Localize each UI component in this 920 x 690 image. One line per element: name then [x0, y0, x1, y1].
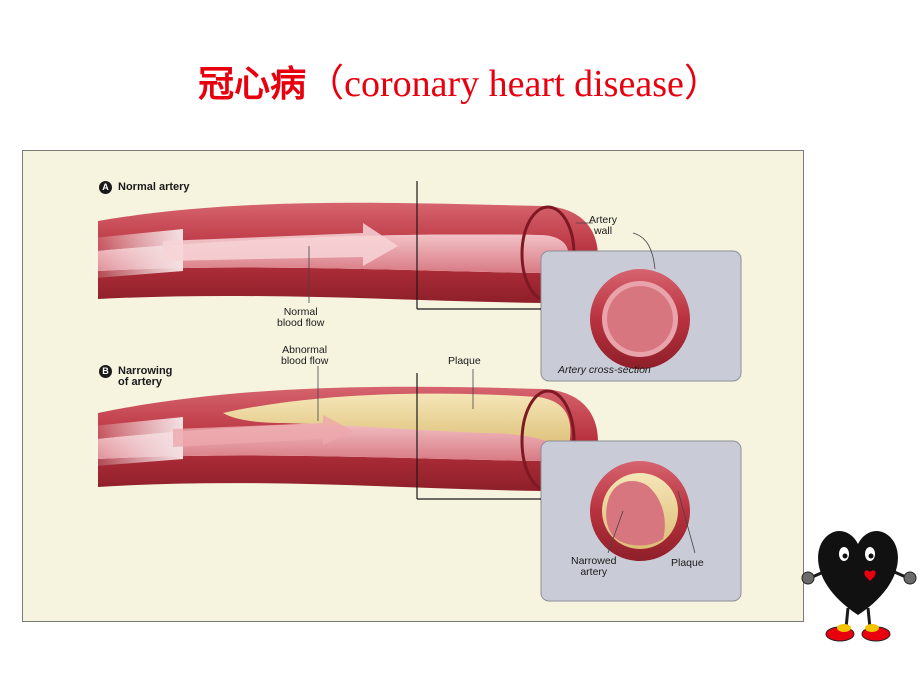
- plaque-label-bottom: Plaque: [671, 557, 704, 569]
- normal-artery-tube: [83, 202, 598, 303]
- abnormal-flow-arrow: [173, 415, 353, 447]
- panel-a-title: Normal artery: [118, 181, 190, 193]
- slide-title: 冠心病（coronary heart disease）: [0, 52, 920, 107]
- title-chinese: 冠心病: [198, 64, 307, 105]
- narrowed-cross-section: [590, 461, 690, 561]
- artery-illustration: [83, 181, 742, 602]
- plaque-deposit: [223, 393, 571, 451]
- narrowed-artery-label: Narrowed artery: [571, 555, 617, 578]
- narrowed-artery-tube: [83, 386, 598, 493]
- artery-wall-label: Artery wall: [589, 214, 618, 237]
- title-english: （coronary heart disease）: [306, 63, 722, 105]
- panel-b-title: Narrowing of artery: [118, 365, 173, 388]
- heart-mascot-icon: [801, 530, 917, 642]
- panel-b-badge: B: [99, 365, 112, 378]
- normal-flow-label: Normal blood flow: [277, 306, 325, 329]
- artery-diagram: A Normal artery Artery wall Normal blood…: [22, 150, 804, 622]
- panel-a-badge: A: [99, 181, 112, 194]
- abnormal-flow-label: Abnormal blood flow: [281, 344, 329, 367]
- normal-flow-arrow: [163, 223, 398, 266]
- plaque-label-top: Plaque: [448, 355, 481, 367]
- cross-section-label: Artery cross-section: [558, 364, 651, 376]
- normal-cross-section: [590, 269, 690, 369]
